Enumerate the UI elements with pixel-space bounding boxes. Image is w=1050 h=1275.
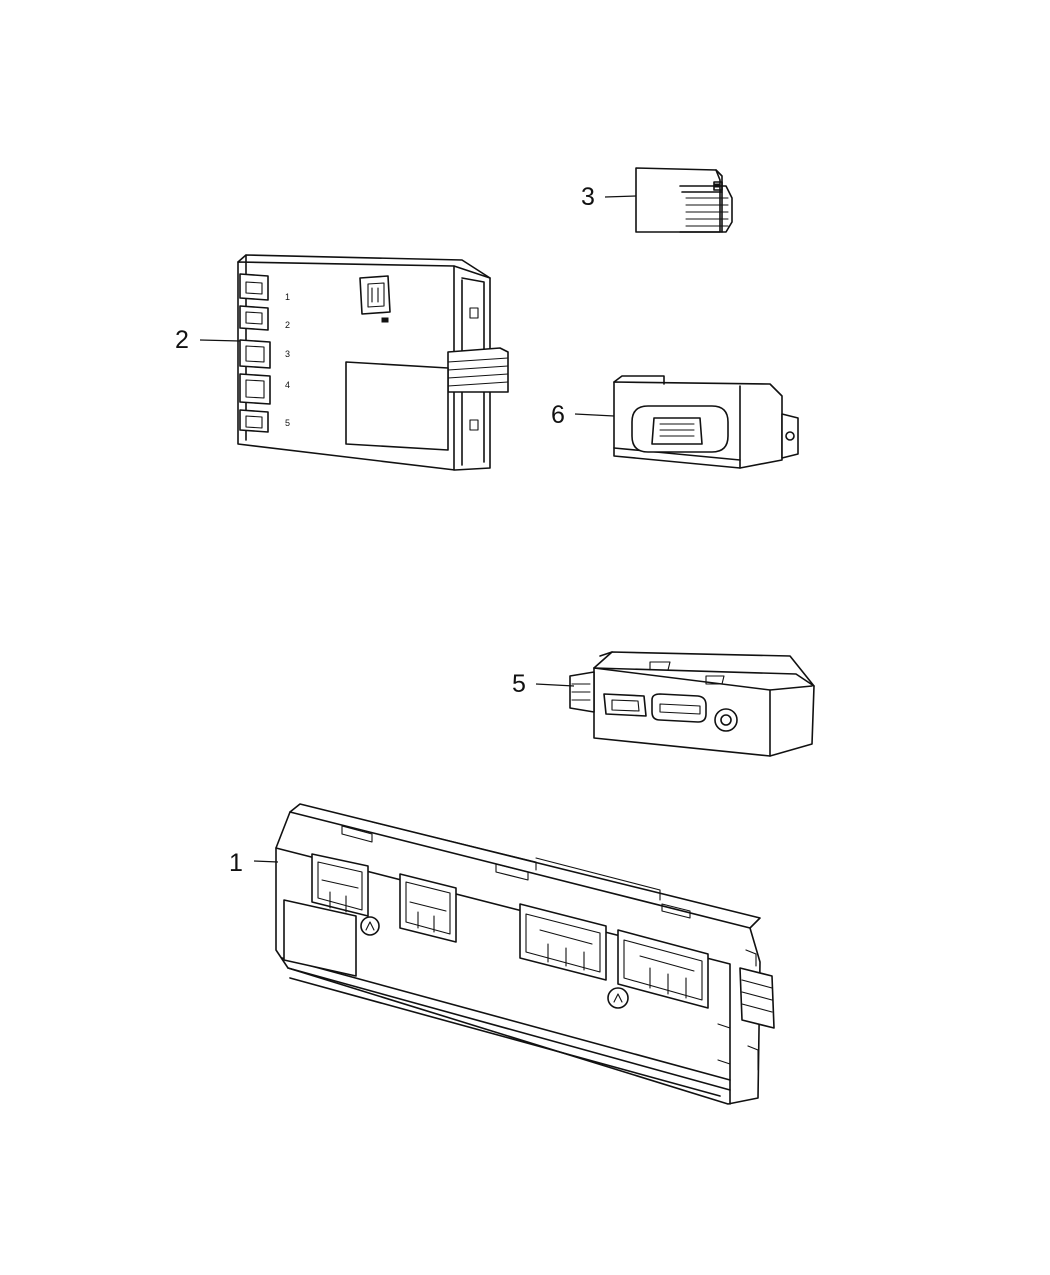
- callout-6: 6: [551, 401, 565, 429]
- part-2-module: 1 2 3 4 5: [237, 254, 509, 471]
- part-1-control-module: [275, 803, 775, 1105]
- port-number-4: 4: [285, 380, 290, 390]
- leader-3: [604, 195, 637, 198]
- port-number-3: 3: [285, 349, 290, 359]
- leader-6: [574, 413, 615, 417]
- leader-1: [253, 860, 279, 863]
- callout-5: 5: [512, 670, 526, 698]
- port-number-1: 1: [285, 292, 290, 302]
- callout-2: 2: [175, 326, 189, 354]
- part-2-ports: 1 2 3 4 5: [239, 273, 290, 433]
- part-3-connector: [635, 167, 733, 233]
- part-6-usb-port: [613, 375, 799, 469]
- callout-3: 3: [581, 183, 595, 211]
- leader-2: [199, 339, 241, 342]
- callout-1: 1: [229, 849, 243, 877]
- part-5-media-hub: [569, 651, 815, 757]
- leader-5: [535, 683, 575, 687]
- port-number-5: 5: [285, 418, 290, 428]
- port-number-2: 2: [285, 320, 290, 330]
